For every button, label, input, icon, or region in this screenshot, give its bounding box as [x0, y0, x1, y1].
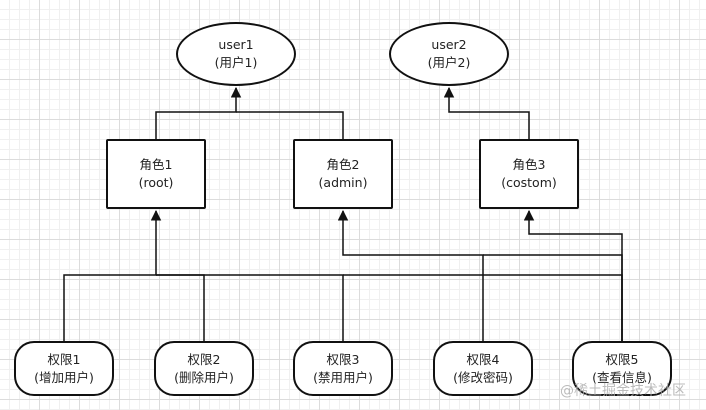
edge-perm3-role1 [156, 274, 344, 341]
user1-name: user1 [218, 37, 254, 52]
permission4-name: 权限4 [466, 351, 500, 367]
user1-node[interactable]: user1 (用户1) [176, 22, 296, 86]
permission2-node[interactable]: 权限2 (删除用户) [154, 341, 254, 396]
permission3-name: 权限3 [326, 351, 360, 367]
permission4-desc: (修改密码) [453, 369, 513, 385]
permission5-desc: (查看信息) [592, 369, 652, 385]
edge-perm5-role2 [483, 254, 623, 341]
edge-perm2-role1 [156, 274, 205, 341]
permission2-name: 权限2 [187, 351, 221, 367]
permission5-name: 权限5 [605, 351, 639, 367]
user1-label: (用户1) [214, 55, 258, 70]
permission5-node[interactable]: 权限5 (查看信息) [572, 341, 672, 396]
watermark: @稀土掘金技术社区 [560, 383, 686, 399]
role2-node[interactable]: 角色2 (admin) [293, 139, 393, 209]
role3-node[interactable]: 角色3 (costom) [479, 139, 579, 209]
role3-code: (costom) [501, 175, 557, 190]
permission1-node[interactable]: 权限1 (增加用户) [14, 341, 114, 396]
permission3-desc: (禁用用户) [313, 369, 373, 385]
user2-name: user2 [431, 37, 467, 52]
role1-name: 角色1 [139, 157, 173, 172]
permission1-name: 权限1 [47, 351, 81, 367]
role2-code: (admin) [318, 175, 368, 190]
edge-role3-user2 [443, 86, 530, 139]
permission1-desc: (增加用户) [34, 369, 94, 385]
user2-node[interactable]: user2 (用户2) [389, 22, 509, 86]
user2-label: (用户2) [427, 55, 471, 70]
edge-role2-user1 [236, 111, 344, 139]
edge-perm1-role1 [63, 209, 162, 341]
permission4-node[interactable]: 权限4 (修改密码) [433, 341, 533, 396]
edge-perm5-role3 [523, 209, 623, 341]
permission3-node[interactable]: 权限3 (禁用用户) [293, 341, 393, 396]
edge-perm4-role2 [337, 209, 484, 341]
role2-name: 角色2 [326, 157, 360, 172]
edge-role1-user1 [155, 86, 242, 139]
role1-code: (root) [138, 175, 174, 190]
role3-name: 角色3 [512, 157, 546, 172]
role1-node[interactable]: 角色1 (root) [106, 139, 206, 209]
permission2-desc: (删除用户) [174, 369, 234, 385]
